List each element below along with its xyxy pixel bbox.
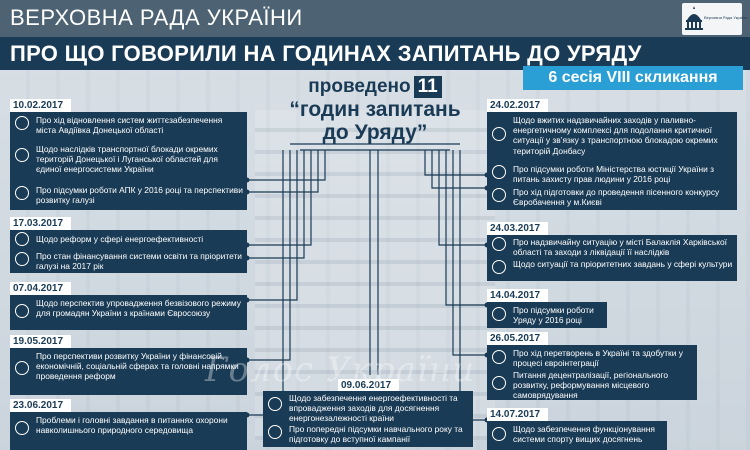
passport-icon	[15, 304, 29, 318]
topic-text: Щодо забезпечення енергоефективності та …	[289, 393, 458, 424]
eu-flag-icon	[492, 350, 506, 364]
education-icon	[15, 252, 29, 266]
lightning-icon	[268, 397, 282, 411]
watermark: Голос України	[205, 350, 476, 390]
parliament-dome-icon	[685, 6, 703, 30]
explosion-icon	[492, 237, 506, 251]
topic-text: Про хід відновлення систем життєзабезпеч…	[36, 115, 223, 136]
topic-text: Про хід підготовки до проведення пісенно…	[513, 187, 720, 208]
subtitle-bar: ПРО ЩО ГОВОРИЛИ НА ГОДИНАХ ЗАПИТАНЬ ДО У…	[0, 37, 750, 70]
center-line2: “годин запитань	[289, 98, 461, 121]
block-icon	[15, 148, 29, 162]
date-label: 17.03.2017	[10, 217, 72, 231]
handshake-icon	[15, 361, 29, 375]
topic-text: Щодо перспектив упровадження безвізового…	[36, 298, 241, 319]
topic-text: Про хід перетворень в Україні та здобутк…	[513, 348, 683, 369]
scales-icon	[492, 165, 506, 179]
topic-text: Щодо ситуації та пріоритетних завдань у …	[513, 259, 733, 269]
topic-text: Питання децентралізації, регіонального р…	[513, 370, 669, 401]
sessions-count: 11	[413, 76, 442, 98]
topic-text: Про підсумки роботи Міністерства юстиції…	[513, 164, 715, 185]
topic-text: Про перспективи розвитку України у фінан…	[36, 351, 239, 382]
date-label: 10.02.2017	[10, 99, 72, 113]
lightning-icon	[15, 232, 29, 246]
parliament-logo: Верховна Рада України	[682, 3, 747, 35]
center-line1: проведено	[308, 76, 411, 97]
topic-box: Про надзвичайну ситуацію у місті Балаклі…	[487, 235, 737, 281]
topic-box: Про хід перетворень в Україні та здобутк…	[487, 345, 697, 400]
center-line3: до Уряду”	[322, 121, 428, 144]
map-icon	[492, 376, 506, 390]
topic-text: Проблеми і головні завдання в питаннях о…	[36, 415, 228, 436]
leaf-icon	[15, 421, 29, 435]
topic-text: Щодо реформ у сфері енергоефективності	[36, 234, 204, 244]
date-label: 14.04.2017	[487, 289, 549, 303]
page-title: ПРО ЩО ГОВОРИЛИ НА ГОДИНАХ ЗАПИТАНЬ ДО У…	[10, 41, 642, 66]
refresh-icon	[15, 116, 29, 130]
topic-box: Щодо реформ у сфері енергоефективності П…	[10, 230, 247, 273]
logo-text: Верховна Рада України	[704, 15, 748, 20]
topic-text: Про надзвичайну ситуацію у місті Балаклі…	[513, 237, 727, 258]
theater-icon	[492, 260, 506, 274]
topic-box: Про перспективи розвитку України у фінан…	[10, 348, 247, 395]
microphone-icon	[492, 188, 506, 202]
sport-icon	[492, 427, 506, 441]
topic-box: Про хід відновлення систем життєзабезпеч…	[10, 112, 247, 210]
date-label: 14.07.2017	[487, 408, 549, 422]
session-badge: 6 сесія VIII скликання	[523, 66, 743, 90]
topic-text: Щодо вжитих надзвичайних заходів у палив…	[513, 115, 718, 156]
education-icon	[268, 425, 282, 439]
topic-text: Про попередні підсумки навчального року …	[289, 424, 463, 445]
date-label: 07.04.2017	[10, 282, 72, 296]
date-label: 19.05.2017	[10, 335, 72, 349]
date-label: 24.03.2017	[487, 222, 549, 236]
topic-box: Проблеми і головні завдання в питаннях о…	[10, 412, 247, 450]
topic-box: Щодо перспектив упровадження безвізового…	[10, 295, 247, 330]
topic-text: Про підсумки роботи АПК у 2016 році та п…	[36, 185, 243, 206]
topic-box: Про підсумки роботи Уряду у 2016 році	[487, 302, 607, 328]
topic-box: Щодо вжитих надзвичайних заходів у палив…	[487, 112, 737, 210]
date-label: 26.05.2017	[487, 332, 549, 346]
topic-text: Щодо забезпечення функціонування системи…	[513, 424, 655, 445]
topic-text: Про стан фінансування системи освіти та …	[36, 251, 242, 272]
wheat-icon	[15, 186, 29, 200]
building-icon	[492, 307, 506, 321]
parliament-title: ВЕРХОВНА РАДА УКРАЇНИ	[10, 5, 303, 30]
topic-text: Щодо наслідків транспортної блокади окре…	[36, 144, 218, 175]
fuel-icon	[492, 127, 506, 141]
topic-box: Щодо забезпечення функціонування системи…	[487, 421, 667, 450]
topic-text: Про підсумки роботи Уряду у 2016 році	[513, 305, 594, 326]
topic-box: Щодо забезпечення енергоефективності та …	[263, 391, 473, 447]
top-header-bar: ВЕРХОВНА РАДА УКРАЇНИ Верховна Рада Укра…	[0, 0, 750, 37]
date-label: 24.02.2017	[487, 99, 549, 113]
date-label: 23.06.2017	[10, 399, 72, 413]
date-label: 09.06.2017	[338, 379, 400, 393]
